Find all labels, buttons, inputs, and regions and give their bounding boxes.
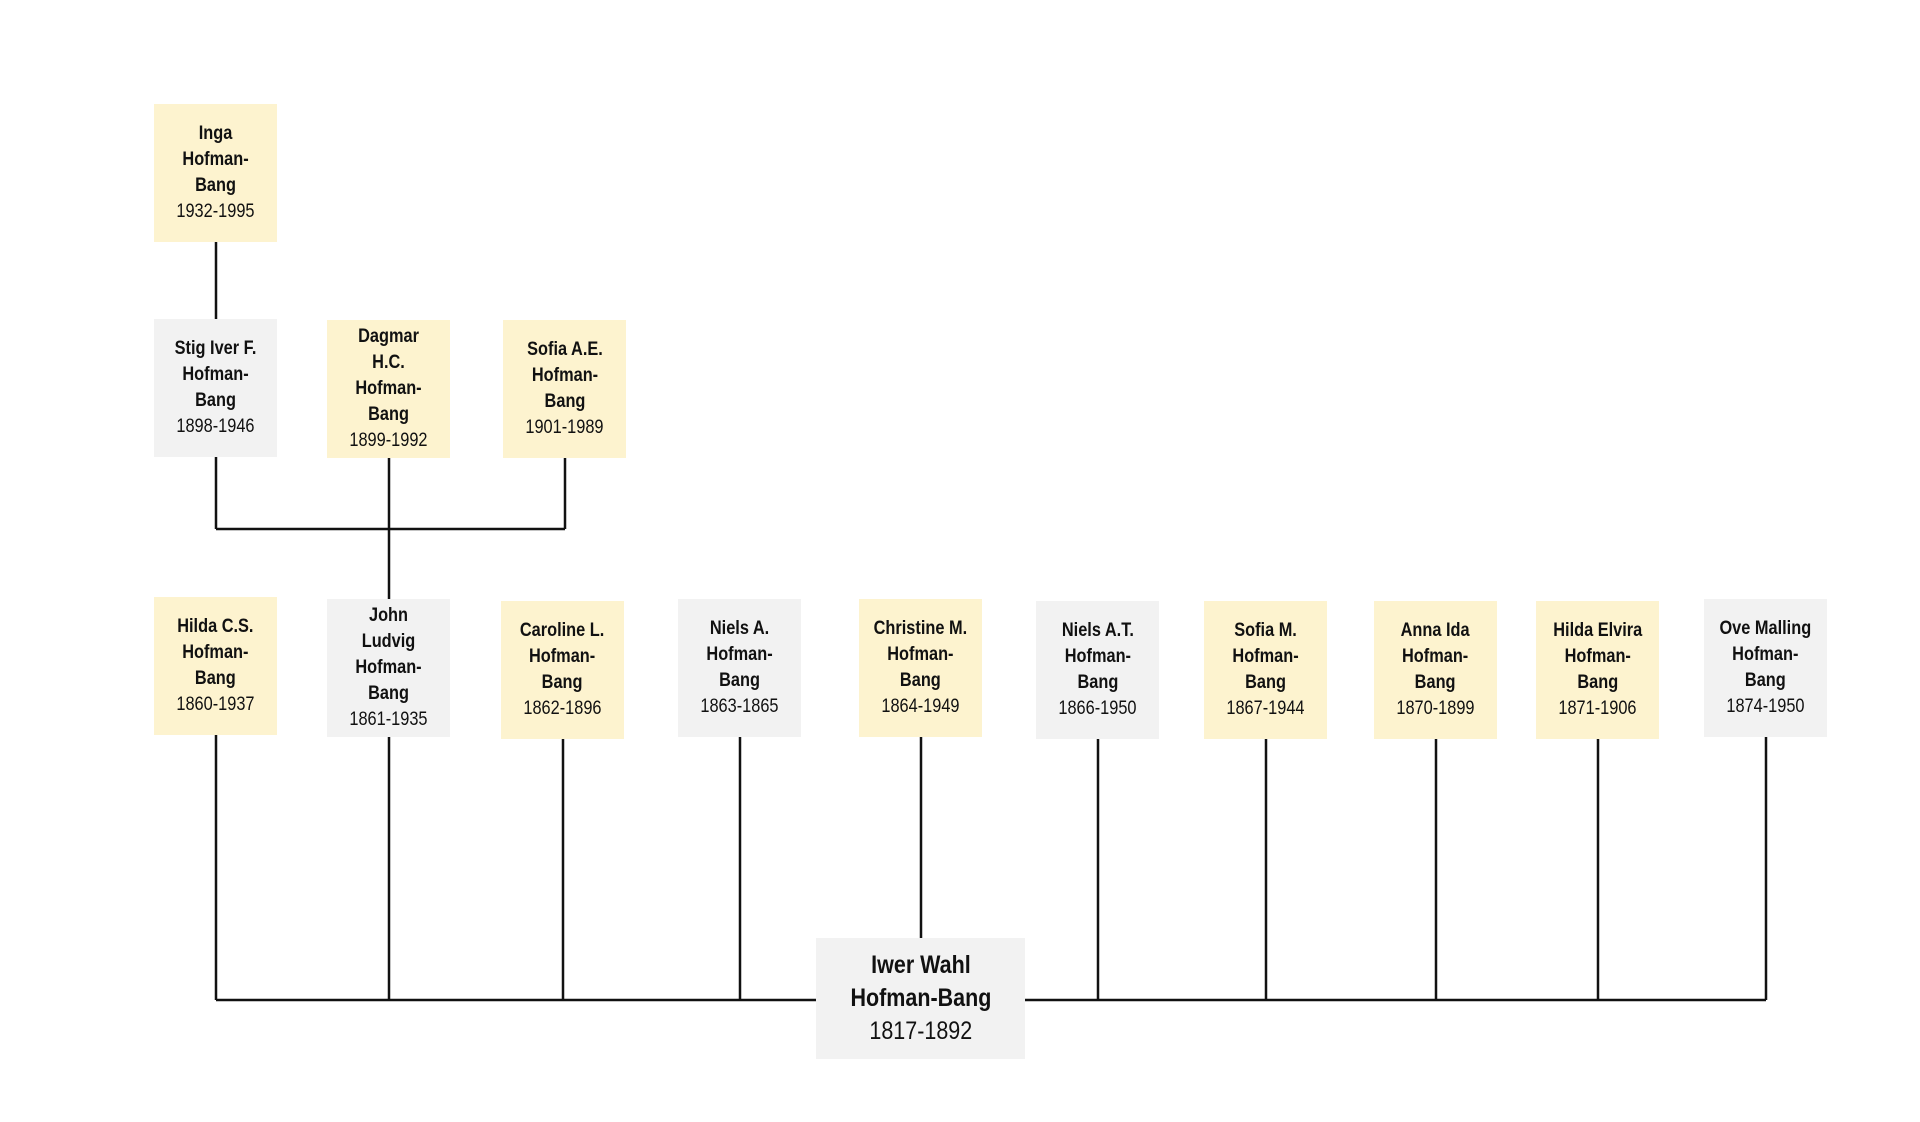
person-name: Niels A. Hofman- Bang bbox=[706, 618, 773, 691]
person-john[interactable]: John Ludvig Hofman- Bang 1861-1935 bbox=[327, 599, 450, 737]
person-dates: 1867-1944 bbox=[1226, 698, 1305, 719]
person-sofia-m[interactable]: Sofia M. Hofman- Bang 1867-1944 bbox=[1204, 601, 1327, 739]
person-dates: 1817-1892 bbox=[869, 1017, 972, 1045]
person-dates: 1899-1992 bbox=[349, 430, 428, 451]
person-dates: 1874-1950 bbox=[1726, 696, 1805, 717]
person-name: Sofia M. Hofman- Bang bbox=[1232, 620, 1299, 693]
person-name: Hilda Elvira Hofman- Bang bbox=[1552, 620, 1643, 693]
person-dates: 1870-1899 bbox=[1396, 698, 1475, 719]
person-name: Hilda C.S. Hofman- Bang bbox=[177, 616, 254, 689]
person-dagmar[interactable]: Dagmar H.C. Hofman- Bang 1899-1992 bbox=[327, 320, 450, 458]
person-stig[interactable]: Stig Iver F. Hofman- Bang 1898-1946 bbox=[154, 319, 277, 457]
person-hilda-e[interactable]: Hilda Elvira Hofman- Bang 1871-1906 bbox=[1536, 601, 1659, 739]
person-dates: 1871-1906 bbox=[1558, 698, 1637, 719]
person-dates: 1864-1949 bbox=[881, 696, 960, 717]
person-name: Ove Malling Hofman- Bang bbox=[1719, 618, 1812, 691]
person-dates: 1932-1995 bbox=[176, 201, 255, 222]
person-ove[interactable]: Ove Malling Hofman- Bang 1874-1950 bbox=[1704, 599, 1827, 737]
person-dates: 1860-1937 bbox=[176, 694, 255, 715]
person-name: Caroline L. Hofman- Bang bbox=[520, 620, 605, 693]
person-anna[interactable]: Anna Ida Hofman- Bang 1870-1899 bbox=[1374, 601, 1497, 739]
person-inga[interactable]: Inga Hofman- Bang 1932-1995 bbox=[154, 104, 277, 242]
person-iwer[interactable]: Iwer Wahl Hofman-Bang 1817-1892 bbox=[816, 938, 1025, 1059]
person-name: Stig Iver F. Hofman- Bang bbox=[174, 338, 257, 411]
person-christine[interactable]: Christine M. Hofman- Bang 1864-1949 bbox=[859, 599, 982, 737]
person-name: Christine M. Hofman- Bang bbox=[873, 618, 968, 691]
person-name: Dagmar H.C. Hofman- Bang bbox=[355, 326, 422, 425]
person-name: John Ludvig Hofman- Bang bbox=[355, 605, 422, 704]
person-dates: 1861-1935 bbox=[349, 709, 428, 730]
person-name: Anna Ida Hofman- Bang bbox=[1400, 620, 1470, 693]
person-dates: 1866-1950 bbox=[1058, 698, 1137, 719]
person-name: Sofia A.E. Hofman- Bang bbox=[526, 339, 603, 412]
person-dates: 1863-1865 bbox=[700, 696, 779, 717]
person-niels-at[interactable]: Niels A.T. Hofman- Bang 1866-1950 bbox=[1036, 601, 1159, 739]
person-name: Inga Hofman- Bang bbox=[182, 123, 249, 196]
person-caroline[interactable]: Caroline L. Hofman- Bang 1862-1896 bbox=[501, 601, 624, 739]
person-dates: 1898-1946 bbox=[176, 416, 255, 437]
person-sofia-ae[interactable]: Sofia A.E. Hofman- Bang 1901-1989 bbox=[503, 320, 626, 458]
person-dates: 1901-1989 bbox=[525, 417, 604, 438]
person-hilda-cs[interactable]: Hilda C.S. Hofman- Bang 1860-1937 bbox=[154, 597, 277, 735]
person-name: Iwer Wahl Hofman-Bang bbox=[850, 951, 991, 1012]
person-name: Niels A.T. Hofman- Bang bbox=[1061, 620, 1134, 693]
person-dates: 1862-1896 bbox=[523, 698, 602, 719]
person-niels-a[interactable]: Niels A. Hofman- Bang 1863-1865 bbox=[678, 599, 801, 737]
